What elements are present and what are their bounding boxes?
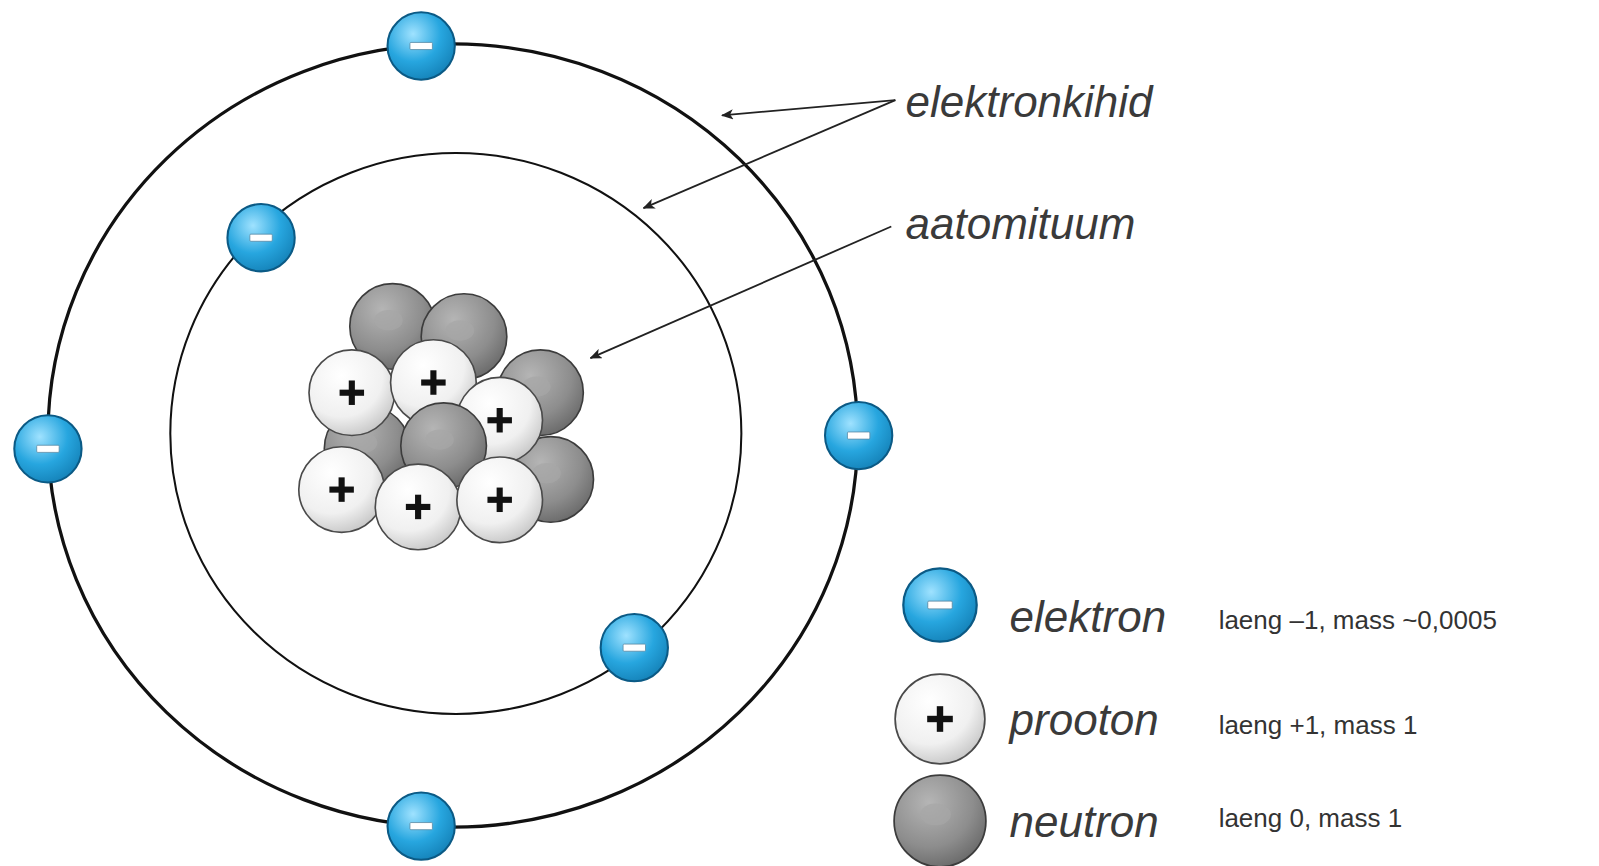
property-text: laeng 0, mass 1 [1219,804,1403,834]
property-text: laeng +1, mass 1 [1219,711,1418,741]
callout-label: aatomituum [906,199,1136,250]
legend-swatch [890,555,990,655]
legend-text: elektron [1010,592,1167,643]
property-text: laeng –1, mass ~0,0005 [1219,606,1497,636]
legend-swatch [890,669,990,769]
leader-lines [590,100,895,358]
nucleus [299,284,594,550]
electrons [14,12,892,859]
callout-label: elektronkihid [906,77,1153,128]
inner-shell [170,153,741,714]
legend-text: prooton [1010,695,1159,746]
legend-text: neutron [1010,797,1159,848]
outer-shell [48,44,858,827]
legend-swatch [890,771,990,866]
